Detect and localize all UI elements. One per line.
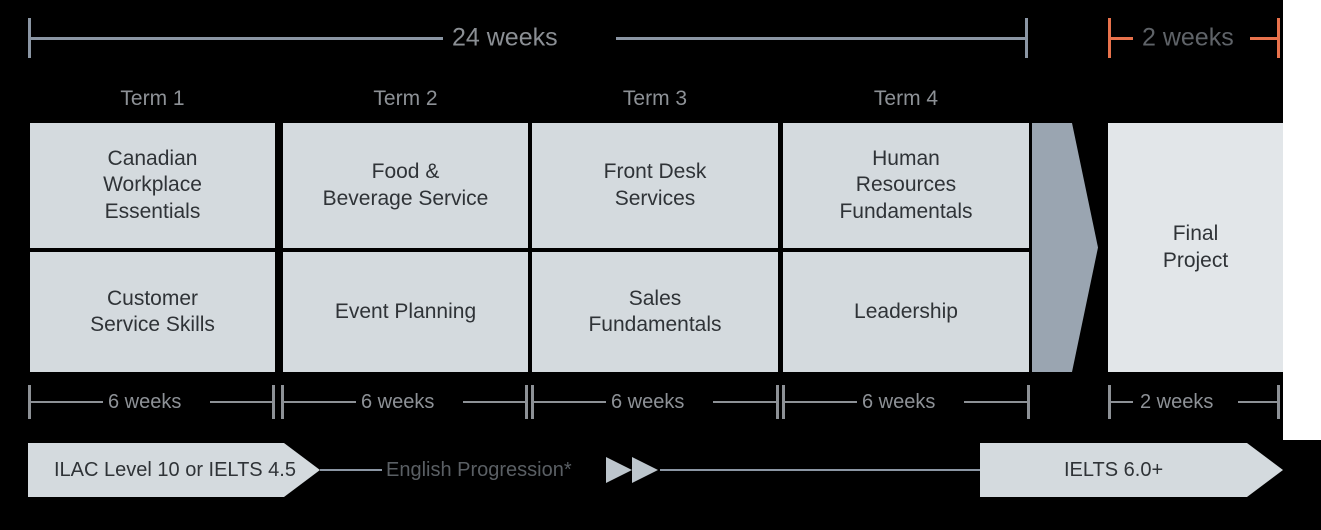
bracket-rule-left	[1111, 37, 1133, 40]
exit-requirement-chevron[interactable]: IELTS 6.0+	[980, 443, 1283, 497]
bracket-rule-right	[1250, 37, 1277, 40]
term-label-4: Term 4	[873, 87, 939, 110]
progression-arrow-icon-2	[632, 457, 658, 483]
bracket-tick-left	[1108, 18, 1111, 58]
week-bracket-term-3: 6 weeks	[531, 385, 779, 419]
week-label-term-1: 6 weeks	[108, 391, 182, 413]
flow-arrow-icon	[1032, 123, 1098, 372]
progression-line-left	[320, 469, 382, 471]
entry-requirement-chevron[interactable]: ILAC Level 10 or IELTS 4.5	[28, 443, 320, 497]
duration-bracket-2-weeks-top: 2 weeks	[1108, 18, 1280, 58]
week-bracket-term-2: 6 weeks	[281, 385, 528, 419]
bracket-tick-left	[28, 18, 31, 58]
duration-label-24-weeks: 24 weeks	[452, 23, 558, 52]
week-label-final: 2 weeks	[1140, 391, 1214, 413]
bracket-rule-left	[31, 37, 443, 40]
entry-requirement-label: ILAC Level 10 or IELTS 4.5	[54, 458, 296, 481]
course-box-leadership[interactable]: Leadership	[783, 252, 1029, 372]
english-progression-label: English Progression*	[386, 459, 572, 481]
term-label-2: Term 2	[373, 87, 438, 110]
progression-arrow-icon-1	[606, 457, 632, 483]
week-label-term-2: 6 weeks	[361, 391, 435, 413]
week-bracket-final: 2 weeks	[1108, 385, 1280, 419]
week-label-term-4: 6 weeks	[862, 391, 936, 413]
term-label-1: Term 1	[120, 87, 185, 110]
progression-line-right	[660, 469, 982, 471]
duration-bracket-24-weeks: 24 weeks	[28, 18, 1028, 58]
week-bracket-term-4: 6 weeks	[782, 385, 1030, 419]
bracket-rule-right	[616, 37, 1025, 40]
english-progression-strip: ILAC Level 10 or IELTS 4.5 English Progr…	[0, 443, 1321, 497]
exit-requirement-label: IELTS 6.0+	[1064, 458, 1164, 481]
week-label-term-3: 6 weeks	[611, 391, 685, 413]
term-label-3: Term 3	[622, 87, 688, 110]
bracket-tick-right	[1025, 18, 1028, 58]
bracket-tick-right	[1277, 18, 1280, 58]
duration-label-2-weeks-top: 2 weeks	[1142, 23, 1234, 52]
course-box-food-beverage-service[interactable]: Food &Beverage Service	[283, 123, 528, 248]
course-box-event-planning[interactable]: Event Planning	[283, 252, 528, 372]
week-bracket-term-1: 6 weeks	[28, 385, 275, 419]
